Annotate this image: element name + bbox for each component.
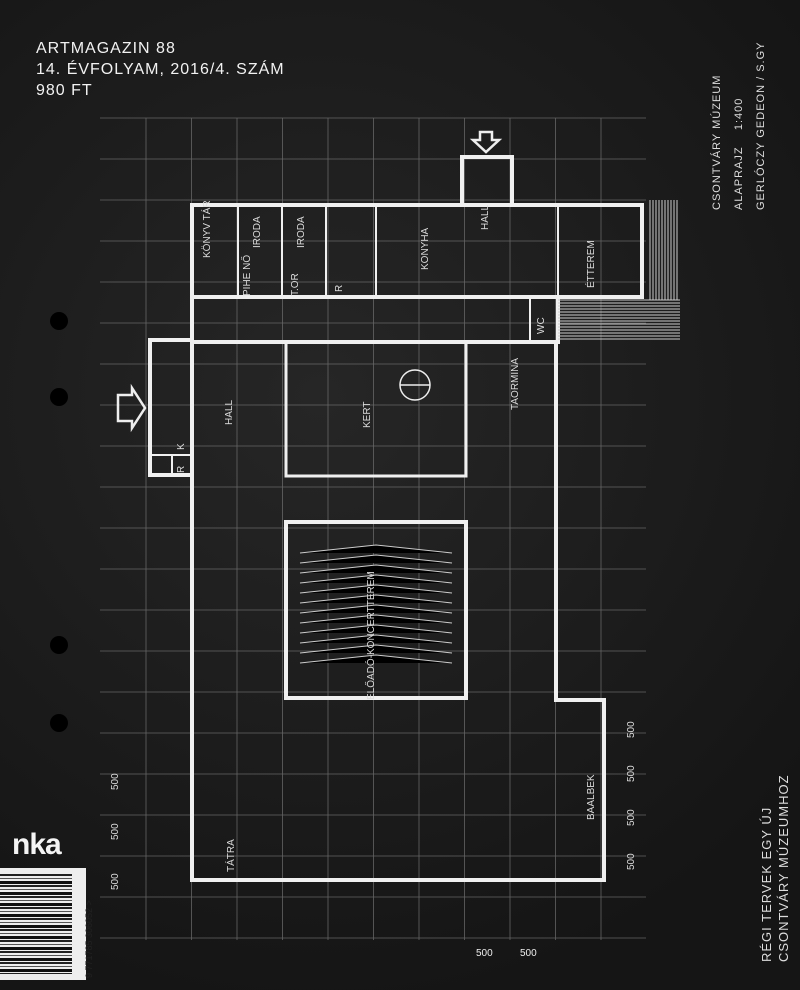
barcode (0, 868, 86, 980)
room-label: TAORMINA (510, 357, 521, 410)
room-label: KÖNYV TÁR (202, 200, 213, 258)
plan-caption: CSONTVÁRY MÚZEUM ALAPRAJZ 1:400 GERLÓCZY… (706, 42, 772, 211)
dimension-label: 500 (626, 765, 637, 782)
room-label: R (176, 465, 187, 473)
room-label: R (334, 284, 345, 292)
entrance-arrow-icon (116, 383, 147, 433)
caption-line: ALAPRAJZ 1:400 (733, 97, 745, 210)
dimension-label: 500 (476, 948, 493, 959)
headline: RÉGI TERVEK EGY ÚJ CSONTVÁRY MÚZEUMHOZ (758, 774, 792, 962)
room-label: BAALBEK (586, 774, 597, 820)
dimension-label: 500 (110, 773, 121, 790)
room-label: IRODA (296, 216, 307, 248)
dimension-label: 500 (626, 721, 637, 738)
caption-line: CSONTVÁRY MÚZEUM (711, 74, 723, 210)
room-label: ÉTTEREM (586, 240, 597, 288)
price: 980 FT (36, 82, 93, 99)
binder-hole (50, 714, 68, 732)
room-label: HALL (224, 399, 235, 425)
dimension-label: 500 (110, 873, 121, 890)
room-label: T.OR (290, 273, 301, 296)
stairs (299, 200, 680, 664)
headline-line: CSONTVÁRY MÚZEUMHOZ (776, 774, 791, 962)
issue-info: 14. ÉVFOLYAM, 2016/4. SZÁM (36, 61, 285, 78)
dimension-label: 500 (110, 823, 121, 840)
headline-line: RÉGI TERVEK EGY ÚJ (759, 806, 774, 962)
entrance-arrow-icon (469, 130, 503, 154)
dimension-label: 500 (626, 809, 637, 826)
room-label: ELŐADÓ-KONCERTTEREM (366, 571, 377, 700)
barcode-number: 9 771785 306052 > (84, 900, 94, 978)
nka-logo: nka (12, 828, 62, 861)
room-label: PIHE NŐ (242, 254, 253, 296)
magazine-name: ARTMAGAZIN 88 (36, 40, 176, 57)
tree-icon (399, 369, 431, 401)
binder-hole (50, 636, 68, 654)
room-label: KERT (362, 401, 373, 429)
binder-hole (50, 388, 68, 406)
barcode-bars (0, 874, 72, 974)
dimension-label: 500 (520, 948, 537, 959)
room-label: IRODA (252, 216, 263, 248)
room-label: KONYHA (420, 227, 431, 270)
building-walls (148, 155, 644, 882)
caption-line: GERLÓCZY GEDEON / S.GY (755, 41, 767, 211)
room-label: WC (536, 317, 547, 334)
masthead: ARTMAGAZIN 88 14. ÉVFOLYAM, 2016/4. SZÁM… (36, 38, 285, 101)
room-label: K (176, 443, 187, 450)
room-label: TÁTRA (226, 839, 237, 872)
binder-hole (50, 312, 68, 330)
room-label: HALL (480, 204, 491, 230)
dimension-label: 500 (626, 853, 637, 870)
